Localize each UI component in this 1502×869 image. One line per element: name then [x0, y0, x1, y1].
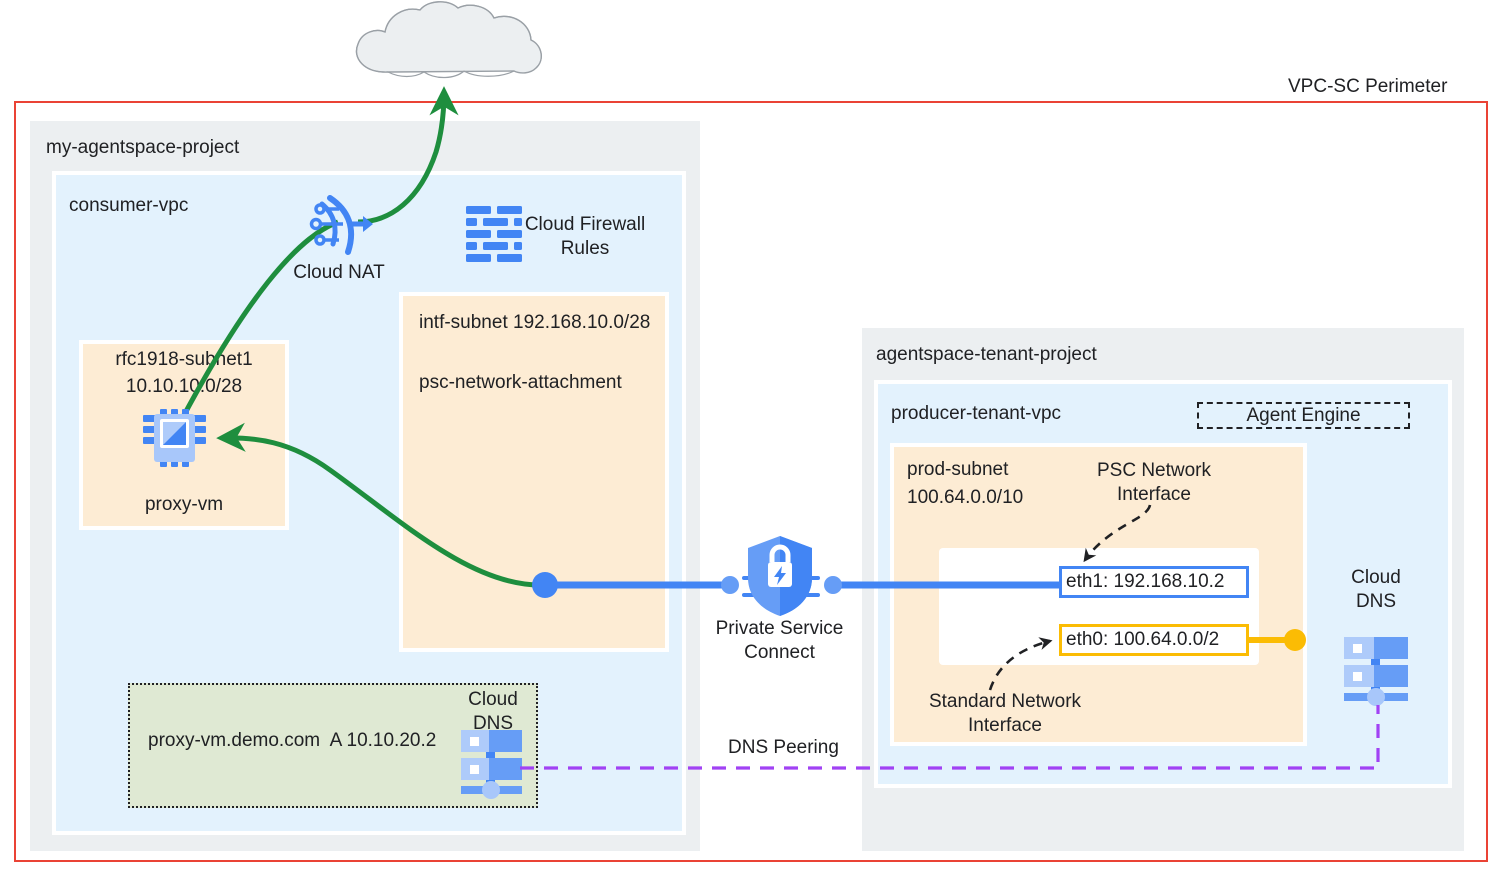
- cloud-dns-label-tenant: Cloud DNS: [1351, 567, 1401, 612]
- subnet-label-intf: intf-subnet 192.168.10.0/28: [419, 312, 651, 333]
- vpc-sc-perimeter-box: [14, 101, 1488, 862]
- psc-network-attachment-label: psc-network-attachment: [419, 372, 622, 393]
- annotation-standard-network-interface: Standard Network Interface: [928, 691, 1082, 736]
- project-label-tenant: agentspace-tenant-project: [876, 344, 1097, 365]
- subnet-cidr-rfc1918: 10.10.10.0/28: [125, 376, 243, 397]
- vpc-sc-perimeter-label: VPC-SC Perimeter: [1288, 76, 1448, 97]
- annotation-psc-network-interface: PSC Network Interface: [1096, 460, 1212, 505]
- agent-engine-box: Agent Engine: [1197, 402, 1410, 429]
- interface-label-eth1: eth1: 192.168.10.2: [1066, 571, 1225, 592]
- cloud-firewall-rules-label: Cloud Firewall Rules: [524, 214, 646, 259]
- interface-label-eth0: eth0: 100.64.0.0/2: [1066, 629, 1220, 650]
- interface-chip-eth0: eth0: 100.64.0.0/2: [1059, 624, 1249, 656]
- dns-record-proxy-vm: proxy-vm.demo.com A 10.10.20.2: [148, 730, 437, 751]
- vpc-label-tenant: producer-tenant-vpc: [891, 403, 1062, 424]
- interface-chip-eth1: eth1: 192.168.10.2: [1059, 566, 1249, 598]
- project-label-consumer: my-agentspace-project: [46, 137, 240, 158]
- internet-label: Internet: [402, 31, 474, 54]
- cloud-nat-label: Cloud NAT: [293, 262, 385, 283]
- subnet-name-rfc1918: rfc1918-subnet1: [115, 349, 253, 370]
- agent-engine-label: Agent Engine: [1246, 404, 1361, 426]
- private-service-connect-label: Private Service Connect: [715, 618, 844, 663]
- vpc-label-consumer: consumer-vpc: [69, 195, 189, 216]
- vm-label-proxy-vm: proxy-vm: [144, 494, 224, 515]
- subnet-box-intf: [399, 292, 669, 652]
- subnet-name-prod: prod-subnet: [907, 459, 1009, 480]
- cloud-dns-label-consumer: Cloud DNS: [468, 689, 518, 734]
- dns-peering-label: DNS Peering: [728, 737, 839, 758]
- subnet-cidr-prod: 100.64.0.0/10: [907, 487, 1024, 508]
